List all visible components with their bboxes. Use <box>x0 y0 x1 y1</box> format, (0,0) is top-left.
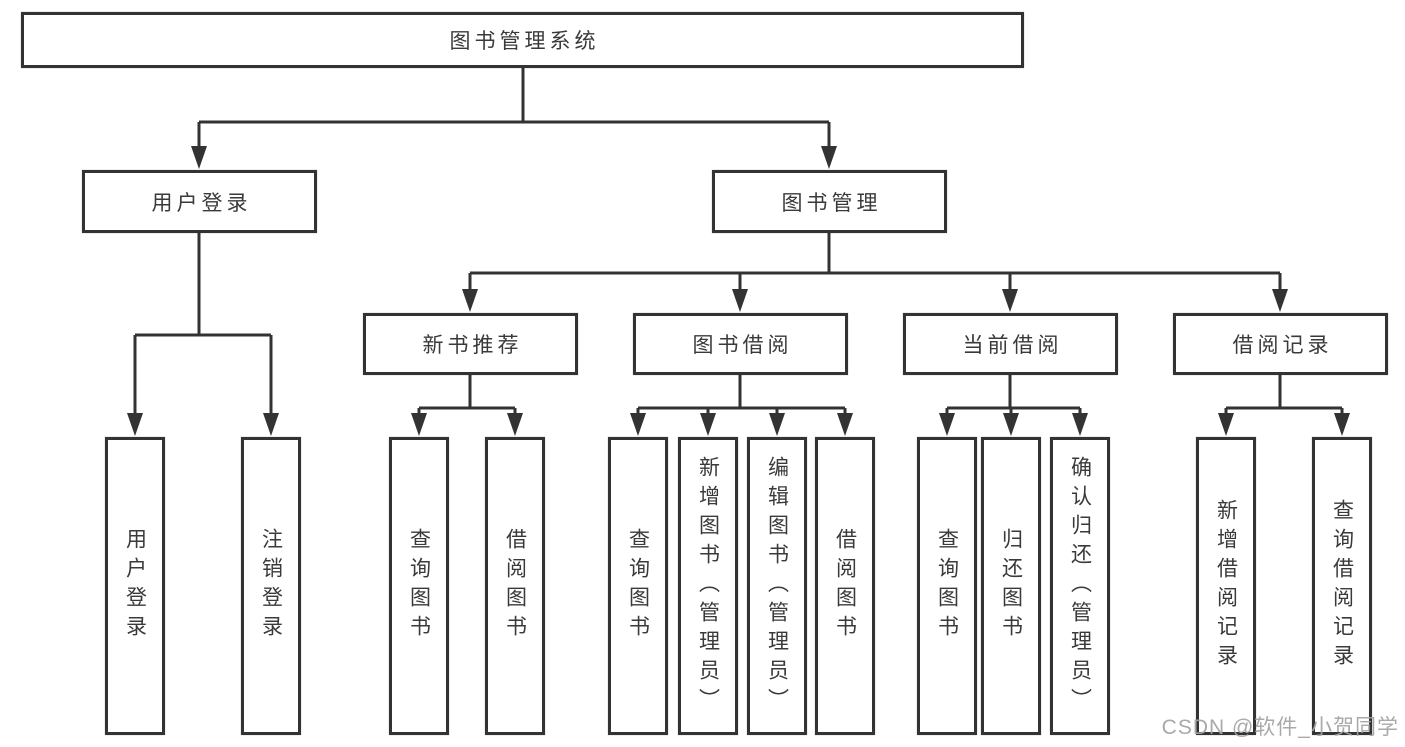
leaf-add-borrow-record: 新增借阅记录 <box>1196 437 1256 735</box>
node-borrow-records: 借阅记录 <box>1173 313 1388 375</box>
node-book-management: 图书管理 <box>712 170 947 233</box>
leaf-edit-book-admin: 编辑图书（管理员） <box>747 437 807 735</box>
node-current-borrowing: 当前借阅 <box>903 313 1118 375</box>
csdn-watermark: CSDN @软件_小贺同学 <box>1161 716 1399 739</box>
node-book-borrowing: 图书借阅 <box>633 313 848 375</box>
leaf-user-login: 用户登录 <box>105 437 165 735</box>
leaf-borrow-books-1: 借阅图书 <box>485 437 545 735</box>
node-library-system: 图书管理系统 <box>21 12 1024 68</box>
leaf-query-books-1: 查询图书 <box>389 437 449 735</box>
leaf-query-books-3: 查询图书 <box>917 437 977 735</box>
leaf-query-books-2: 查询图书 <box>608 437 668 735</box>
leaf-borrow-books-2: 借阅图书 <box>815 437 875 735</box>
leaf-return-book: 归还图书 <box>981 437 1041 735</box>
leaf-query-borrow-record: 查询借阅记录 <box>1312 437 1372 735</box>
node-new-book-recommend: 新书推荐 <box>363 313 578 375</box>
node-user-login: 用户登录 <box>82 170 317 233</box>
leaf-confirm-return-admin: 确认归还（管理员） <box>1050 437 1110 735</box>
leaf-logout: 注销登录 <box>241 437 301 735</box>
leaf-add-book-admin: 新增图书（管理员） <box>678 437 738 735</box>
